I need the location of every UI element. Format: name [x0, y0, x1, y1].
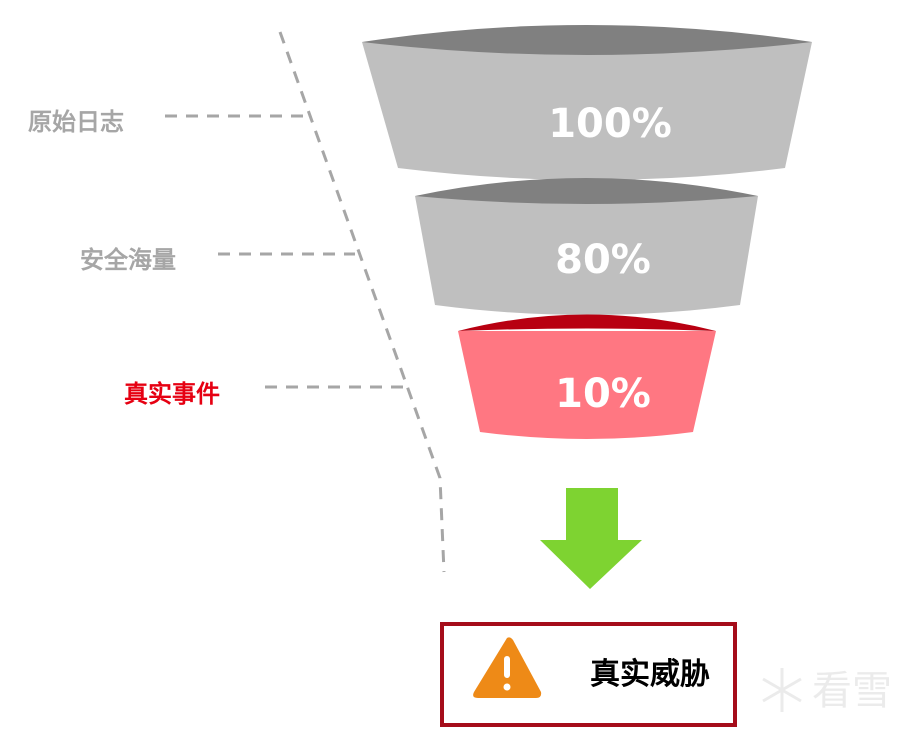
percent-label-1: 100%: [548, 101, 672, 147]
percent-label-2: 80%: [555, 237, 651, 283]
svg-text:看雪: 看雪: [812, 668, 892, 714]
down-arrow-icon: [540, 488, 642, 589]
watermark: 看雪: [762, 668, 892, 714]
funnel-segment-1: 100%: [362, 25, 812, 180]
stage-label-1: 原始日志: [28, 108, 124, 136]
funnel-segment-2: 80%: [415, 178, 758, 315]
result-label: 真实威胁: [590, 657, 710, 692]
percent-label-3: 10%: [555, 371, 651, 417]
snowflake-icon: [762, 668, 802, 712]
warning-icon: [473, 637, 542, 698]
funnel-segment-3: 10%: [458, 314, 716, 439]
dashed-guide-line: [278, 31, 446, 573]
stage-label-3: 真实事件: [124, 380, 220, 408]
stage-label-2: 安全海量: [80, 246, 176, 274]
result-box: 真实威胁: [440, 622, 737, 727]
